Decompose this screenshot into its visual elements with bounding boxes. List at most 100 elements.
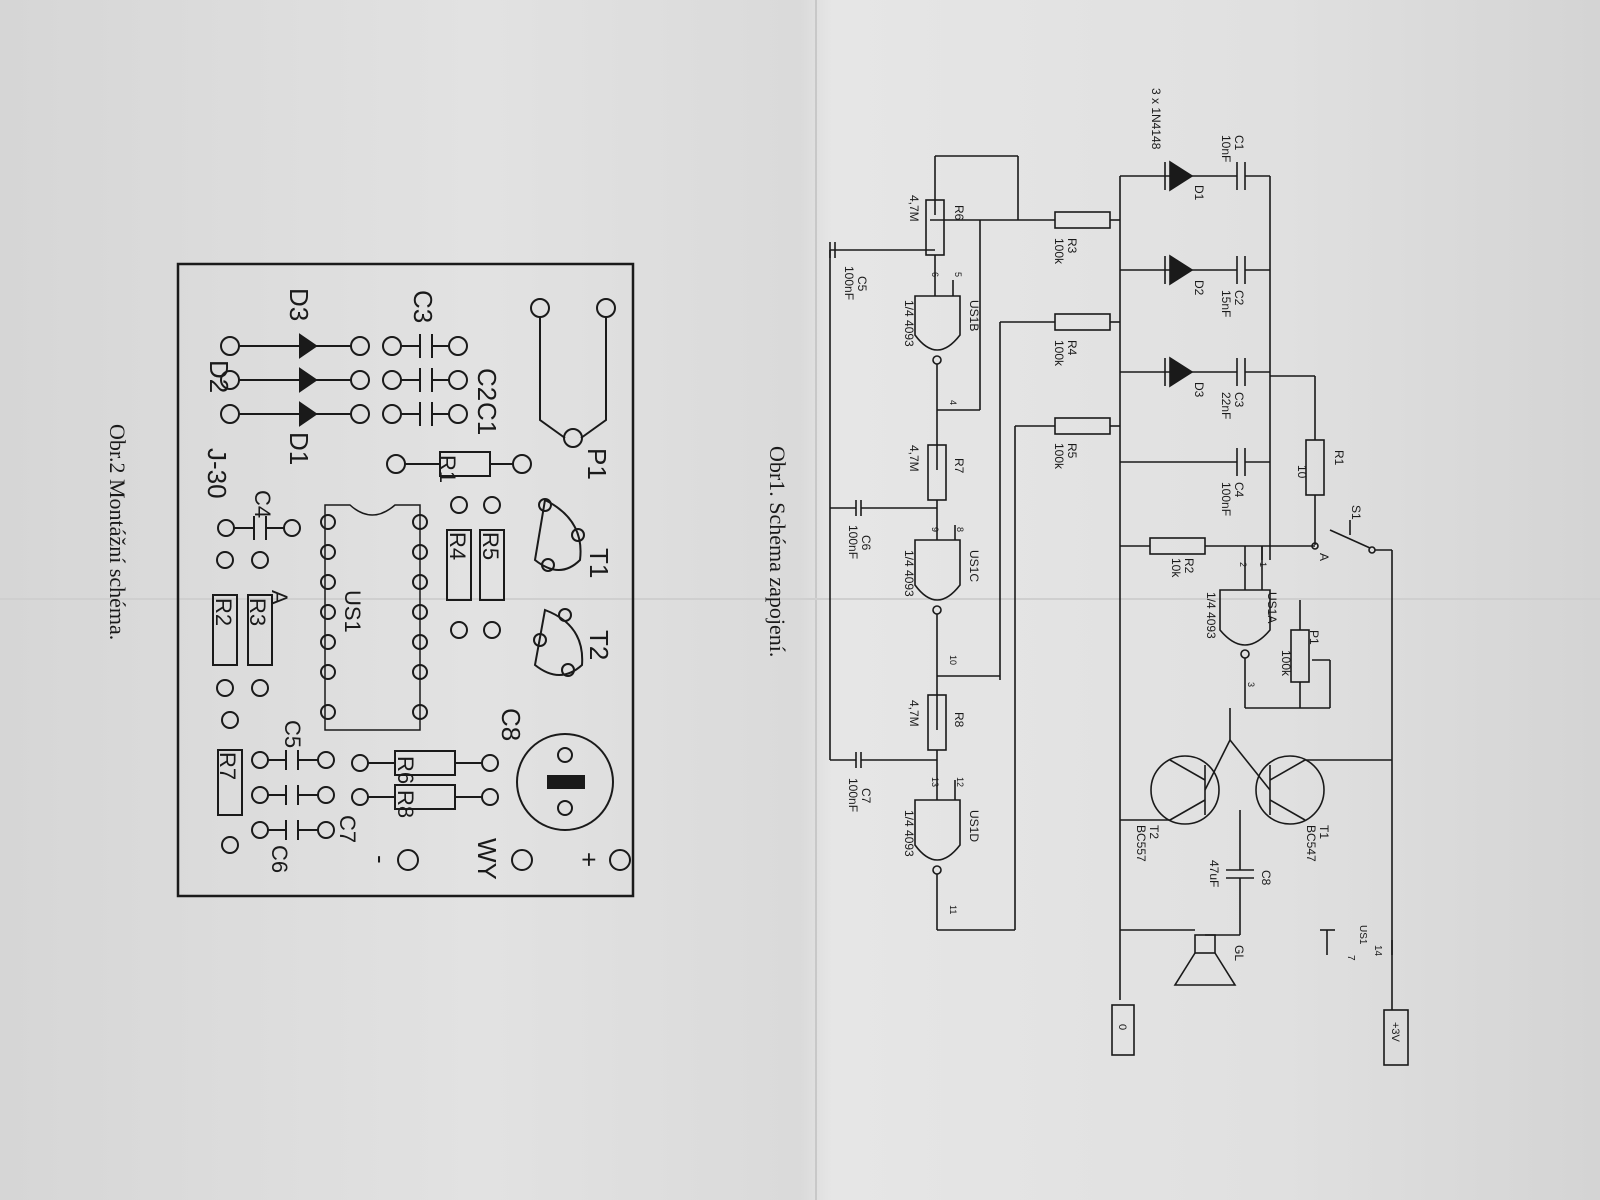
- label-r4: R4: [1065, 340, 1079, 356]
- label-us1b-pin4: 4: [948, 400, 958, 405]
- pcb-label-c6: C6: [267, 845, 292, 873]
- label-r6: R6: [952, 205, 966, 221]
- pcb-pad-wy: [511, 849, 533, 871]
- pcb-d3: [220, 333, 370, 359]
- gate-us1a: [1219, 546, 1271, 708]
- pcb-label-minus: -: [366, 855, 396, 864]
- label-us1-vdd: 14: [1372, 945, 1383, 957]
- label-us1a-type: 1/4 4093: [1204, 592, 1218, 639]
- capacitor-c3: [1210, 358, 1270, 386]
- label-r3-value: 100k: [1052, 238, 1066, 265]
- pcb-label-r8: R8: [393, 790, 418, 818]
- diode-d3: [1120, 356, 1210, 388]
- gate-us1d: [914, 780, 961, 930]
- pcb-label-r3: R3: [245, 598, 270, 626]
- pcb-label-r5: R5: [478, 532, 503, 560]
- paper-fold-vertical: [815, 0, 817, 1200]
- label-r5-value: 100k: [1052, 443, 1066, 470]
- resistor-r2: [1149, 537, 1206, 555]
- pcb-label-r6: R6: [393, 756, 418, 784]
- label-us1b: US1B: [967, 300, 981, 331]
- gate-us1c: [914, 525, 961, 730]
- label-r1-value: 10: [1295, 465, 1309, 479]
- label-c7-value: 100nF: [846, 778, 860, 812]
- pcb-r7: [217, 711, 243, 854]
- label-c6: C6: [859, 535, 873, 551]
- pcb-r4: [446, 496, 472, 639]
- label-us1a-pin2: 2: [1238, 562, 1248, 567]
- label-r4-value: 100k: [1052, 340, 1066, 367]
- label-us1b-pin5: 5: [953, 272, 963, 277]
- pcb-c6: [251, 820, 335, 840]
- terminal-ground: [1111, 1004, 1135, 1056]
- pcb-label-plus: +: [574, 852, 604, 867]
- pcb-label-r2: R2: [211, 598, 236, 626]
- label-c4-value: 100nF: [1219, 482, 1233, 516]
- speaker-gl: [1120, 929, 1240, 986]
- pcb-label-c3: C3: [408, 290, 438, 323]
- label-r3: R3: [1065, 238, 1079, 254]
- label-us1d-pin13: 13: [930, 777, 940, 787]
- pcb-label-board-id: J-30: [202, 448, 232, 499]
- label-us1c-pin10: 10: [948, 655, 958, 665]
- label-c6-value: 100nF: [846, 525, 860, 559]
- pcb-r2: [212, 551, 238, 697]
- label-power-ground: 0: [1116, 1024, 1128, 1030]
- label-c5: C5: [855, 276, 869, 292]
- label-c7: C7: [859, 788, 873, 804]
- label-us1a-pin1: 1: [1258, 562, 1268, 567]
- pcb-label-r7: R7: [215, 752, 240, 780]
- terminal-plus: [1383, 1009, 1409, 1066]
- label-power-plus: +3V: [1389, 1022, 1401, 1043]
- capacitor-c6: [830, 500, 937, 516]
- capacitor-c2: [1210, 256, 1270, 284]
- transistor-t1: [1255, 755, 1392, 825]
- label-node-a: A: [1317, 553, 1331, 561]
- pcb-p1: [530, 298, 616, 448]
- pcb-r1: [386, 451, 532, 477]
- label-us1c-type: 1/4 4093: [902, 550, 916, 597]
- label-r8-value: 4,7M: [907, 700, 921, 727]
- label-us1a-pin3: 3: [1246, 682, 1256, 687]
- label-d2: D2: [1192, 280, 1206, 296]
- pcb-c8: [516, 733, 614, 831]
- capacitor-c1: [1210, 162, 1270, 190]
- diode-d1: [1120, 160, 1210, 192]
- pcb-label-p1: P1: [582, 448, 612, 480]
- pcb-outline: [176, 262, 635, 898]
- schematic-labels: 3 x 1N4148 C1 10nF D1 C2 15nF D2 C3 22nF…: [842, 88, 1401, 1043]
- pcb-c1: [382, 402, 468, 426]
- resistor-r4: [1054, 313, 1111, 331]
- pcb-label-c7: C7: [335, 815, 360, 843]
- label-c4: C4: [1232, 482, 1246, 498]
- label-us1d-pin11: 11: [948, 905, 958, 914]
- pcb-label-c1: C1: [472, 402, 502, 435]
- pcb-label-t1: T1: [584, 548, 614, 578]
- label-r2: R2: [1182, 558, 1196, 574]
- diode-d2: [1120, 254, 1210, 286]
- pcb-d2: [220, 367, 370, 393]
- label-diodes-note: 3 x 1N4148: [1149, 88, 1163, 150]
- label-us1-vss: 7: [1345, 955, 1356, 961]
- pcb-t2: [533, 608, 584, 677]
- capacitor-c8: [1226, 869, 1254, 935]
- pcb-r5: [479, 496, 505, 639]
- label-r7-value: 4,7M: [907, 445, 921, 472]
- pcb-d1: [220, 401, 370, 427]
- pcb-label-us1: US1: [340, 590, 365, 633]
- label-r7: R7: [952, 458, 966, 474]
- pcb-c2: [382, 368, 468, 392]
- label-us1d: US1D: [967, 810, 981, 842]
- resistor-r5: [1054, 417, 1111, 435]
- pcb-label-c2: C2: [472, 368, 502, 401]
- transistor-t2: [1120, 755, 1220, 825]
- capacitor-c4: [1120, 448, 1270, 476]
- pcb-us1: [320, 504, 428, 731]
- pcb-label-d3: D3: [284, 288, 314, 321]
- label-r1: R1: [1332, 450, 1346, 466]
- label-r8: R8: [952, 712, 966, 728]
- label-us1c-pin9: 9: [930, 527, 940, 532]
- pcb-c5: [251, 750, 335, 770]
- label-t2: T2: [1147, 825, 1161, 839]
